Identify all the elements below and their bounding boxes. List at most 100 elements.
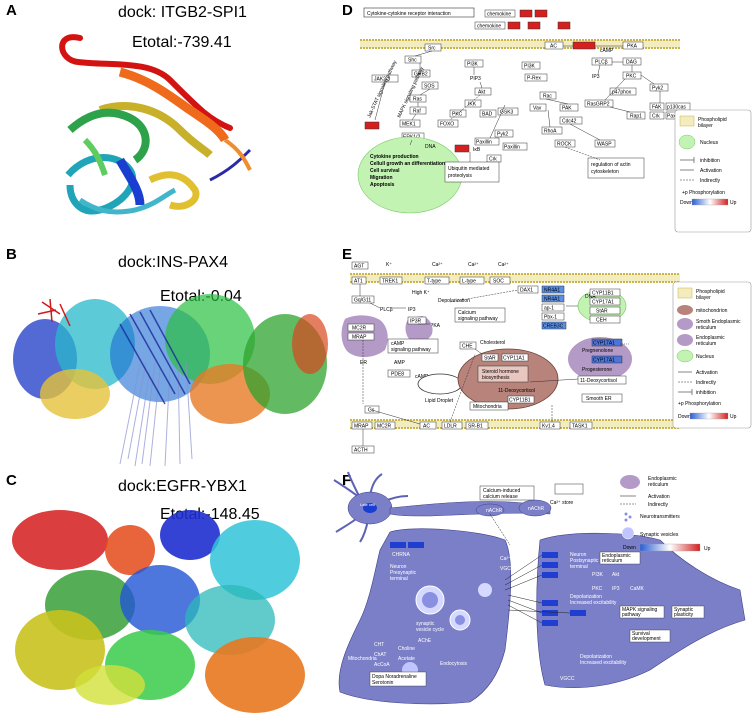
label-pi3k-f: PI3K bbox=[592, 572, 604, 578]
label-amp: AMP bbox=[394, 360, 406, 366]
label-smooth-er: Smooth ER bbox=[586, 396, 612, 402]
label-srb1: SR-B1 bbox=[468, 424, 483, 430]
legend-f-activation: Activation bbox=[648, 494, 670, 500]
label-lipid: Lipid Droplet bbox=[425, 398, 454, 404]
label-nachr-1: nAChR bbox=[486, 508, 503, 514]
panel-b: B dock:INS-PAX4 Etotal:-0.04 bbox=[0, 244, 330, 474]
label-camp: cAMP bbox=[600, 48, 614, 54]
label-ceh: CEH bbox=[596, 318, 607, 324]
label-rock: ROCK bbox=[557, 142, 572, 148]
calcium-line-1: signaling pathway bbox=[458, 316, 498, 322]
legend-d-activation: Activation bbox=[700, 168, 722, 174]
label-pkc: PKC bbox=[626, 74, 637, 80]
camp-line-1: signaling pathway bbox=[391, 347, 431, 353]
label-at1: AT1 bbox=[354, 279, 363, 285]
survival-line-1: development bbox=[632, 636, 661, 642]
label-ache: AChE bbox=[418, 638, 432, 644]
label-sos: SOS bbox=[424, 84, 435, 90]
label-pbx1: Pbx-1 bbox=[544, 315, 557, 321]
label-grb2: GRB2 bbox=[414, 72, 428, 78]
protein-structure-a bbox=[59, 34, 252, 215]
depol2-line-0: Depolarization bbox=[580, 654, 612, 660]
legend-e: Phospholipid bilayer mitochondrion Smoth… bbox=[672, 281, 752, 429]
label-shc: Shc bbox=[408, 58, 417, 64]
legend-d-nucleus: Nucleus bbox=[700, 140, 719, 146]
actin-line-1: cytoskeleton bbox=[591, 169, 619, 175]
legend-d-down: Down bbox=[680, 200, 693, 206]
label-cyp11b1: CYP11B1 bbox=[592, 291, 614, 297]
calcium-line-0: Calcium bbox=[458, 310, 476, 316]
label-ca-3: Ca²⁺ bbox=[498, 262, 509, 268]
legend-d-up: Up bbox=[730, 200, 737, 206]
legend-e-ser-0: Smoth Endoplasmic bbox=[696, 319, 741, 325]
cytokine-title: Cytokine-cytokine receptor interaction bbox=[367, 11, 451, 17]
label-deoxy: 11-Deoxycortisol bbox=[498, 388, 535, 394]
legend-e-inhibition: inhibition bbox=[696, 390, 716, 396]
label-k: K⁺ bbox=[386, 262, 392, 268]
label-pi3k-2: PI3K bbox=[524, 64, 536, 70]
label-nachr-2: nAChR bbox=[528, 506, 545, 512]
mapk-line-1: pathway bbox=[622, 612, 641, 618]
label-pkc-f: PKC bbox=[592, 586, 603, 592]
panel-letter-d: D bbox=[342, 2, 353, 19]
label-cyp17a1: CYP17A1 bbox=[592, 300, 614, 306]
er-box-0: Endoplasmic bbox=[602, 553, 631, 559]
label-pak: PAK bbox=[562, 106, 572, 112]
ubiq-line-1: proteolysis bbox=[448, 173, 472, 179]
legend-d-indirectly: Indirectly bbox=[700, 178, 721, 184]
neuron-line-1: Presynaptic bbox=[390, 570, 417, 576]
label-cyp11b1-b: CYP11B1 bbox=[509, 398, 531, 404]
legend-f-up: Up bbox=[704, 546, 711, 552]
legend-d: Phospholipid bilayer Nucleus inhibition … bbox=[674, 109, 752, 233]
legend-d-phos-1: bilayer bbox=[698, 123, 713, 129]
label-crk: Crk bbox=[652, 114, 660, 120]
label-src: Src bbox=[428, 46, 436, 52]
label-dag: DAG bbox=[626, 60, 637, 66]
legend-f: Endoplasmic reticulum Activation Indirec… bbox=[620, 475, 711, 552]
nucleus-text-1: Cellull growth an differentiation bbox=[370, 161, 445, 167]
label-mc2r-2: MC2R bbox=[377, 424, 392, 430]
label-accoa: AcCoA bbox=[374, 662, 390, 668]
label-dna-d: DNA bbox=[425, 144, 436, 150]
dock-title-b: dock:INS-PAX4 bbox=[118, 254, 228, 271]
legend-e-er-0: Endoplasmic bbox=[696, 335, 725, 341]
label-pyk2: Pyk2 bbox=[652, 86, 663, 92]
label-fak: FAK bbox=[652, 105, 662, 111]
legend-e-up: Up bbox=[730, 414, 737, 420]
label-endocytosis: Endocytosis bbox=[440, 661, 467, 667]
label-prex: P-Rex bbox=[527, 76, 541, 82]
label-deoxy-2: 11-Deoxycortisol bbox=[580, 378, 617, 384]
legend-e-indirectly: Indirectly bbox=[696, 380, 717, 386]
membrane-e-bottom bbox=[350, 419, 680, 429]
depol2-line-1: Increased excitability bbox=[580, 660, 627, 666]
legend-d-phos-0: Phospholipid bbox=[698, 117, 727, 123]
label-rac: Rac bbox=[543, 94, 552, 100]
depol-line-1: Increased excitability bbox=[570, 600, 617, 606]
label-depol: Depolarization bbox=[438, 298, 470, 304]
legend-d-inhibition: inhibition bbox=[700, 158, 720, 164]
label-nr4a1: NR4A1 bbox=[544, 288, 560, 294]
label-pi3k: PI3K bbox=[467, 62, 479, 68]
label-dna-e: DNA bbox=[585, 294, 596, 300]
label-akt-f: Akt bbox=[612, 572, 620, 578]
presynaptic-neuron bbox=[338, 528, 512, 705]
panel-letter-b: B bbox=[6, 246, 17, 263]
label-foxo: FOXO bbox=[440, 122, 454, 128]
legend-e-down: Down bbox=[678, 414, 691, 420]
label-camp-e: cAMP bbox=[415, 374, 429, 380]
label-choline: Choline bbox=[398, 646, 415, 652]
label-mitochondria: Mitochondria bbox=[348, 656, 377, 662]
label-jak-pathway: Jak-STAT signaling pathway bbox=[366, 59, 398, 119]
label-ip3: IP3 bbox=[592, 74, 600, 80]
label-kv14: Kv1.4 bbox=[542, 424, 555, 430]
label-paxillin-2: Paxillin bbox=[476, 140, 492, 146]
panel-letter-c: C bbox=[6, 472, 17, 489]
cytokine-box bbox=[363, 7, 475, 18]
label-pde8: PDE8 bbox=[391, 372, 404, 378]
label-vgcc: VGCC bbox=[500, 566, 515, 572]
label-rap1: Rap1 bbox=[630, 114, 642, 120]
pathway-diagram-e: AGT K⁺ Ca²⁺ Ca²⁺ Ca²⁺ AT1 TREK1 T-type L… bbox=[341, 261, 752, 454]
membrane-e-top bbox=[350, 273, 680, 283]
label-pyk2-2: Pyk2 bbox=[497, 132, 508, 138]
label-late-cell: Late cell bbox=[360, 502, 375, 507]
